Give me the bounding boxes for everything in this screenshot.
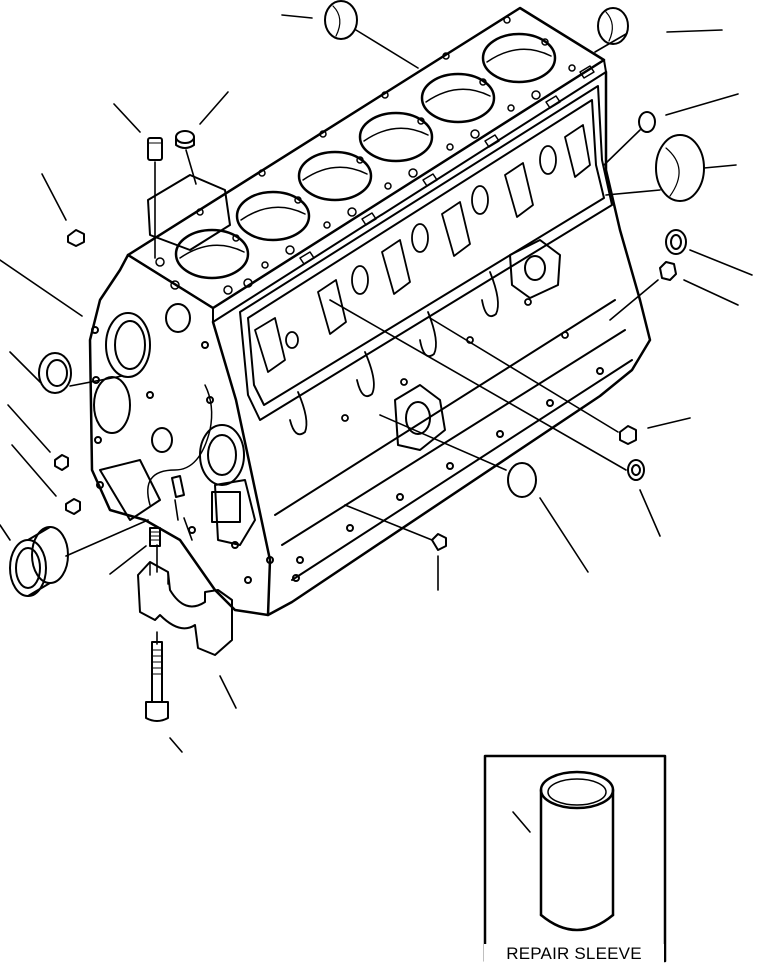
- front-face-bolts: [92, 327, 273, 583]
- block-right-side: [213, 72, 650, 615]
- repair-sleeve: [541, 772, 613, 930]
- pipe-plug-front-top: [68, 230, 84, 246]
- main-cap-stud: [150, 528, 160, 546]
- front-seal: [39, 353, 71, 393]
- sensor-wire: [148, 385, 212, 505]
- leader-lines: [0, 15, 752, 752]
- cylinder-bore-5: [422, 74, 494, 122]
- block-lower-rail: [275, 300, 632, 580]
- sensor-plug: [172, 476, 184, 497]
- fuel-pump-port: [525, 256, 545, 280]
- side-mount-pads: [395, 240, 560, 450]
- plug-right-5: [628, 460, 644, 480]
- block-front-edge: [128, 255, 213, 308]
- cylinder-bore-3: [299, 152, 371, 200]
- block-deck-edge: [213, 60, 606, 322]
- front-crank-bore-inner: [208, 435, 236, 475]
- plug-right-2: [666, 230, 686, 254]
- main-bearing-cap: [138, 562, 232, 655]
- front-web-1: [100, 460, 160, 520]
- oil-cooler-port: [406, 402, 430, 434]
- small-plug-right-1: [639, 112, 655, 132]
- cylinder-block: [90, 8, 650, 615]
- drain-plug-lower: [432, 534, 446, 550]
- dowel-pin-1: [148, 138, 162, 160]
- oil-cooler-pad: [395, 385, 445, 450]
- main-cap-bolt: [146, 642, 168, 721]
- side-cutouts: [255, 125, 590, 434]
- block-side-panel: [240, 86, 612, 420]
- cylinder-bore-1: [176, 230, 248, 278]
- plug-right-4: [620, 426, 636, 444]
- sleeve-leader: [513, 812, 530, 832]
- expansion-plug-right: [656, 135, 704, 201]
- block-top-deck: [128, 8, 604, 308]
- block-side-panel-inner: [248, 100, 604, 405]
- front-web-2: [215, 480, 255, 545]
- repair-sleeve-label: REPAIR SLEEVE: [484, 944, 664, 964]
- front-bore-large-inner: [115, 321, 145, 369]
- cup-plug-top-left: [325, 1, 357, 39]
- timing-boss: [148, 175, 230, 250]
- repair-sleeve-inset: [485, 756, 665, 961]
- cylinder-bore-6: [483, 34, 555, 82]
- front-plug-small-2: [66, 499, 80, 514]
- cylinder-bores: [176, 34, 555, 278]
- front-cam-bore: [152, 428, 172, 452]
- pan-rail-bolts: [293, 368, 603, 581]
- deck-holes: [156, 17, 594, 294]
- cup-plug-lower: [508, 463, 536, 497]
- cam-bushing: [10, 527, 68, 596]
- cylinder-bore-2: [237, 192, 309, 240]
- cylinder-bore-4: [360, 113, 432, 161]
- plug-right-3: [660, 262, 676, 280]
- front-plug-small-1: [55, 455, 68, 470]
- dowel-pin-2: [176, 131, 194, 148]
- front-bore-small: [166, 304, 190, 332]
- front-pad: [212, 492, 240, 522]
- front-bore-large: [106, 313, 150, 377]
- fuel-pump-pad: [510, 240, 560, 298]
- cup-plug-top-right: [598, 8, 628, 44]
- front-bore-mid: [94, 377, 130, 433]
- block-front-face: [90, 255, 268, 615]
